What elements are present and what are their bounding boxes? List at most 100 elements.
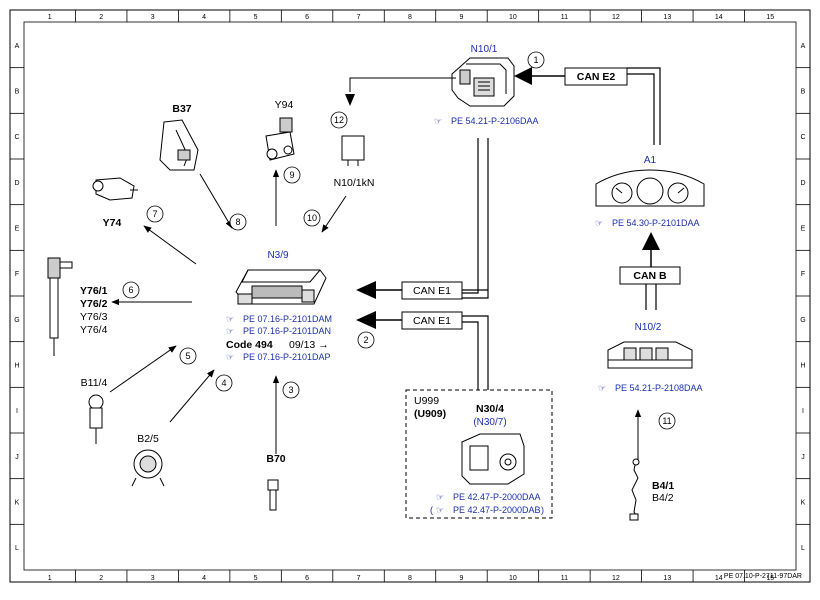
- grid-col-top-15: 15: [766, 14, 774, 21]
- y94-valve: Y94: [265, 99, 295, 161]
- grid-col-top-5: 5: [254, 14, 258, 21]
- b2-5-label: B2/5: [137, 433, 159, 445]
- grid-col-bottom-14: 14: [715, 575, 723, 582]
- grid-row-right-E: E: [801, 226, 806, 233]
- grid-row-left-D: D: [14, 180, 19, 187]
- n3-9-ref3-link[interactable]: ☞ PE 07.16-P-2101DAP: [226, 352, 331, 362]
- n3-9-ref2: PE 07.16-P-2101DAN: [243, 326, 331, 336]
- grid-col-bottom-7: 7: [357, 575, 361, 582]
- grid-col-top-6: 6: [305, 14, 309, 21]
- marker-circle-9: [283, 166, 301, 184]
- n3-9-ref2-link[interactable]: ☞ PE 07.16-P-2101DAN: [226, 326, 331, 336]
- grid-row-right-F: F: [801, 271, 805, 278]
- accelerator-pedal-icon: [159, 119, 199, 171]
- code-494-date: 09/13 →: [289, 339, 329, 351]
- y74-label: Y74: [103, 217, 122, 229]
- n10-2-ref-link[interactable]: ☞ PE 54.21-P-2108DAA: [598, 383, 703, 393]
- marker-number-3: 3: [288, 385, 293, 395]
- relay-arrowhead: [345, 94, 355, 106]
- u999-group: U999 (U909) N30/4 (N30/7) ☞ PE 42.47-P-2…: [405, 389, 553, 519]
- n30-ref1-link[interactable]: ☞ PE 42.47-P-2000DAA: [436, 492, 541, 502]
- n3-9-ref1: PE 07.16-P-2101DAM: [243, 314, 332, 324]
- grid-row-left-I: I: [16, 408, 18, 415]
- marker-number-1: 1: [533, 55, 538, 65]
- y76-1-label: Y76/1: [80, 285, 108, 297]
- marker-number-12: 12: [334, 115, 344, 125]
- n30-ref2-suffix: ): [541, 505, 544, 515]
- marker-number-7: 7: [152, 209, 157, 219]
- can-e1-upper-arrowhead: [356, 281, 376, 299]
- grid-col-bottom-2: 2: [99, 575, 103, 582]
- fuel-injector-icon: [47, 257, 73, 356]
- grid-row-left-A: A: [15, 43, 20, 50]
- grid-col-bottom-13: 13: [663, 575, 671, 582]
- crankshaft-sensor-icon: [267, 479, 279, 511]
- grid-col-top-9: 9: [460, 14, 464, 21]
- marker-circle-4: [215, 374, 233, 392]
- grid-col-top-12: 12: [612, 14, 620, 21]
- marker-number-10: 10: [307, 213, 317, 223]
- b11-4-label: B11/4: [81, 377, 108, 389]
- marker-number-11: 11: [662, 416, 671, 426]
- a1-ref-link[interactable]: ☞ PE 54.30-P-2101DAA: [595, 218, 700, 228]
- grid-row-right-K: K: [801, 500, 806, 507]
- hand-pointer-icon: ☞: [598, 383, 606, 393]
- can-e2-bus: CAN E2: [514, 67, 661, 145]
- y76-2-label: Y76/2: [80, 298, 108, 310]
- marker-circle-8: [229, 213, 247, 231]
- n30-ref2: PE 42.47-P-2000DAB: [453, 505, 541, 515]
- can-e1-lower-bus: CAN E1: [356, 311, 489, 390]
- y76-injectors: Y76/1 Y76/2 Y76/3 Y76/4: [47, 257, 108, 356]
- abs-unit-icon: [461, 433, 525, 485]
- grid-row-left-C: C: [14, 134, 19, 141]
- n10-1-ref-link[interactable]: ☞ PE 54.21-P-2106DAA: [434, 116, 539, 126]
- n10-1-module-icon: [451, 57, 515, 107]
- grid-col-top-11: 11: [561, 14, 568, 21]
- grid-row-left-H: H: [14, 363, 19, 370]
- b70-label: B70: [266, 453, 285, 465]
- level-sensor-icon: [629, 458, 640, 521]
- arrow-7: [143, 225, 197, 265]
- n10-1kn-label: N10/1kN: [334, 177, 375, 189]
- y76-4-label: Y76/4: [80, 324, 108, 336]
- n10-1-module: N10/1 ☞ PE 54.21-P-2106DAA: [434, 44, 539, 126]
- a1-instrument-cluster: A1 ☞ PE 54.30-P-2101DAA: [595, 155, 705, 228]
- grid-col-top-7: 7: [357, 14, 361, 21]
- marker-circle-11: [658, 412, 676, 430]
- b37-label: B37: [172, 103, 191, 115]
- marker-circle-12: [330, 111, 348, 129]
- b4-level-sensor: B4/1 B4/2: [629, 458, 674, 521]
- grid-row-right-H: H: [800, 363, 805, 370]
- marker-number-9: 9: [289, 170, 294, 180]
- grid-row-right-I: I: [802, 408, 804, 415]
- grid-row-right-A: A: [801, 43, 806, 50]
- grid-ruler: 1122334455667788991010111112121313141415…: [10, 10, 810, 582]
- relay-icon: [341, 135, 365, 161]
- code-494-label: Code 494: [226, 339, 273, 351]
- grid-col-bottom-1: 1: [48, 575, 52, 582]
- n3-9-label: N3/9: [267, 250, 289, 261]
- n10-2-ref: PE 54.21-P-2108DAA: [615, 383, 703, 393]
- grid-row-right-D: D: [800, 180, 805, 187]
- n10-1-ref: PE 54.21-P-2106DAA: [451, 116, 539, 126]
- n30-ref2-link[interactable]: ( ☞ PE 42.47-P-2000DAB ): [430, 505, 544, 515]
- can-b-arrowhead: [642, 232, 660, 250]
- grid-col-bottom-8: 8: [408, 575, 412, 582]
- marker-circle-6: [122, 281, 140, 299]
- marker-number-2: 2: [363, 335, 368, 345]
- arrow-5: [109, 345, 177, 393]
- n3-9-ecu: N3/9 ☞ PE 07.16-P-2101DAM ☞ PE 07.16-P-2…: [226, 250, 332, 362]
- n30-ref2-prefix: (: [430, 505, 433, 515]
- hand-pointer-icon: ☞: [226, 314, 234, 324]
- grid-col-top-3: 3: [151, 14, 155, 21]
- marker-number-5: 5: [185, 351, 190, 361]
- instrument-cluster-icon: [595, 169, 705, 207]
- marker-number-6: 6: [128, 285, 133, 295]
- grid-col-top-2: 2: [99, 14, 103, 21]
- grid-col-bottom-10: 10: [509, 575, 517, 582]
- grid-row-left-F: F: [15, 271, 19, 278]
- n3-9-ref1-link[interactable]: ☞ PE 07.16-P-2101DAM: [226, 314, 332, 324]
- grid-row-left-B: B: [15, 89, 20, 96]
